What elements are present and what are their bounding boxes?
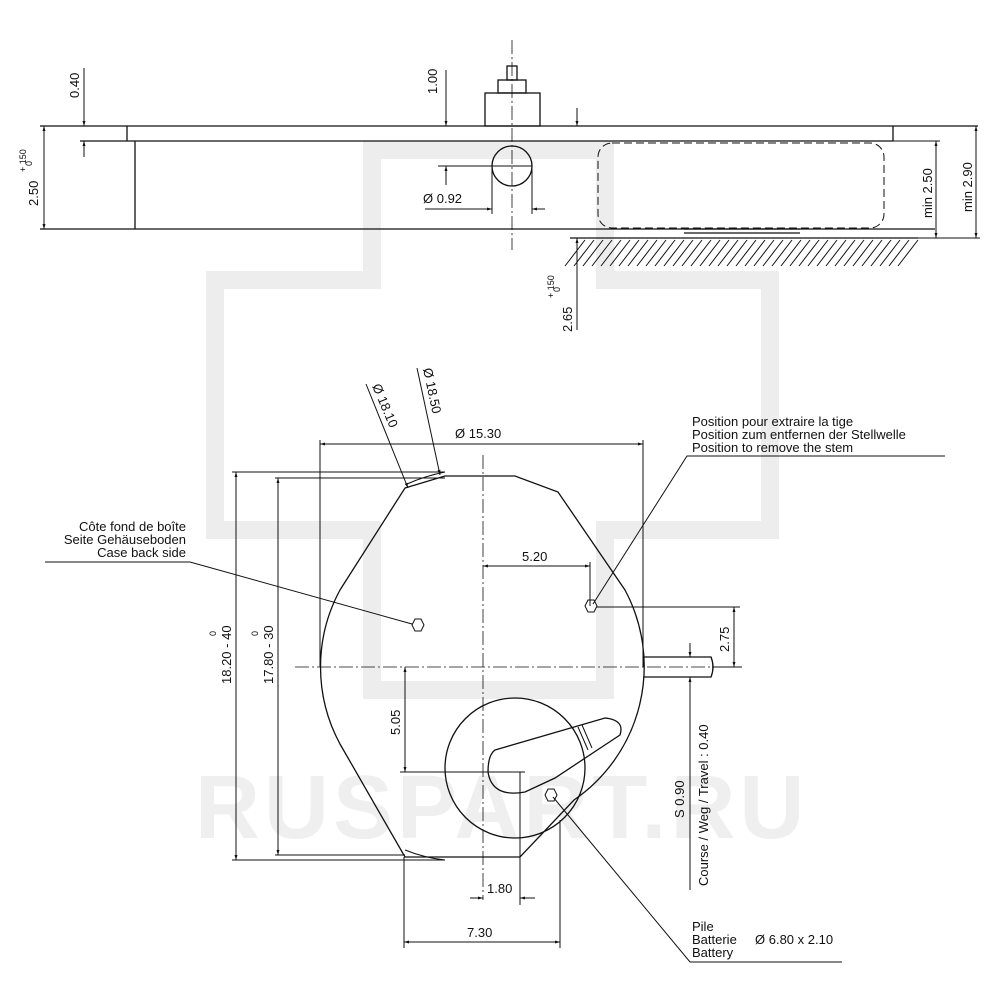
hatch-line	[825, 239, 847, 267]
dim-100: 1.00	[425, 69, 440, 94]
dim-520: 5.20	[522, 549, 547, 564]
label-en: Battery	[692, 945, 734, 960]
tol-1820: 0	[208, 631, 218, 636]
tol-1780: 0	[250, 631, 260, 636]
watermark-text: RUSPART.RU	[195, 758, 808, 858]
hatch-line	[780, 239, 802, 267]
stem-size: S 0.90	[672, 780, 687, 818]
hatch-line	[888, 239, 910, 267]
hatch-line	[618, 239, 640, 267]
label-de: Batterie	[692, 932, 737, 947]
tol-265-upper: + 150	[546, 275, 556, 298]
dim-1820: 18.20 - 40	[219, 625, 234, 684]
label-en: Position to remove the stem	[692, 440, 853, 455]
dim-092: Ø 0.92	[423, 191, 462, 206]
side-view: Ø 0.92 1.00 0.40 2.50 + 150 0 2.65 + 150…	[18, 40, 980, 332]
label-de: Seite Gehäuseboden	[64, 532, 186, 547]
dim-250: 2.50	[26, 181, 41, 206]
hatch-line	[897, 239, 919, 267]
dim-265: 2.65	[560, 307, 575, 332]
case-outline	[319, 475, 645, 858]
hatch-line	[816, 239, 838, 267]
hatch-line	[870, 239, 892, 267]
hatch-line	[636, 239, 658, 267]
label-fr: Pile	[692, 919, 714, 934]
battery-label: Pile Batterie Battery Ø 6.80 x 2.10	[552, 796, 842, 963]
battery-clip	[487, 717, 622, 794]
hatch-line	[663, 239, 685, 267]
label-de: Position zum entfernen der Stellwelle	[692, 427, 906, 442]
hatch-line	[627, 239, 649, 267]
hatching	[564, 239, 919, 267]
hatch-line	[708, 239, 730, 267]
dim-180: 1.80	[487, 881, 512, 896]
hatch-line	[879, 239, 901, 267]
hatch-line	[744, 239, 766, 267]
dim-min-290: min 2.90	[960, 162, 975, 212]
hatch-line	[690, 239, 712, 267]
hatch-line	[789, 239, 811, 267]
hatch-line	[645, 239, 667, 267]
hatch-line	[600, 239, 622, 267]
stem-release-marker	[584, 599, 598, 613]
hatch-line	[717, 239, 739, 267]
hatch-line	[852, 239, 874, 267]
case-back-marker	[411, 618, 425, 632]
movement-outline	[597, 142, 885, 229]
dim-min-250: min 2.50	[920, 168, 935, 218]
tol-265-lower: 0	[552, 287, 562, 292]
dim-040: 0.40	[67, 73, 82, 98]
battery-marker	[544, 788, 558, 802]
stem-travel: Course / Weg / Travel : 0.40	[696, 724, 711, 886]
tol-250-upper: + 150	[18, 149, 28, 172]
winding-stem	[643, 656, 714, 678]
hatch-line	[591, 239, 613, 267]
hatch-line	[843, 239, 865, 267]
tol-250-lower: 0	[24, 161, 34, 166]
hatch-line	[753, 239, 775, 267]
hatch-line	[609, 239, 631, 267]
hatch-line	[699, 239, 721, 267]
hatch-line	[681, 239, 703, 267]
hatch-line	[672, 239, 694, 267]
label-en: Case back side	[97, 545, 186, 560]
plan-view: Ø 15.30 Ø 18.10 Ø 18.50 18.20 - 40 0 17.…	[45, 367, 945, 963]
hatch-line	[762, 239, 784, 267]
dim-730: 7.30	[467, 925, 492, 940]
battery-outline	[444, 697, 586, 839]
dim-1780: 17.80 - 30	[261, 625, 276, 684]
hatch-line	[834, 239, 856, 267]
battery-size: Ø 6.80 x 2.10	[755, 932, 833, 947]
hatch-line	[564, 239, 586, 267]
dia-1850: Ø 18.50	[420, 367, 444, 415]
hatch-line	[735, 239, 757, 267]
label-fr: Position pour extraire la tige	[692, 414, 853, 429]
hatch-line	[798, 239, 820, 267]
label-fr: Côte fond de boîte	[79, 519, 186, 534]
dia-1530: Ø 15.30	[455, 426, 501, 441]
crown	[484, 92, 541, 127]
hatch-line	[654, 239, 676, 267]
stem-position-label: Position pour extraire la tige Position …	[592, 414, 945, 605]
hatch-line	[771, 239, 793, 267]
dim-505: 5.05	[388, 710, 403, 735]
hatch-line	[807, 239, 829, 267]
dim-275: 2.75	[717, 627, 732, 652]
hatch-line	[582, 239, 604, 267]
dia-1810: Ø 18.10	[369, 381, 401, 429]
watermark: RUSPART.RU	[195, 141, 808, 858]
case-back-label: Côte fond de boîte Seite Gehäuseboden Ca…	[45, 519, 413, 625]
hatch-line	[726, 239, 748, 267]
hatch-line	[861, 239, 883, 267]
